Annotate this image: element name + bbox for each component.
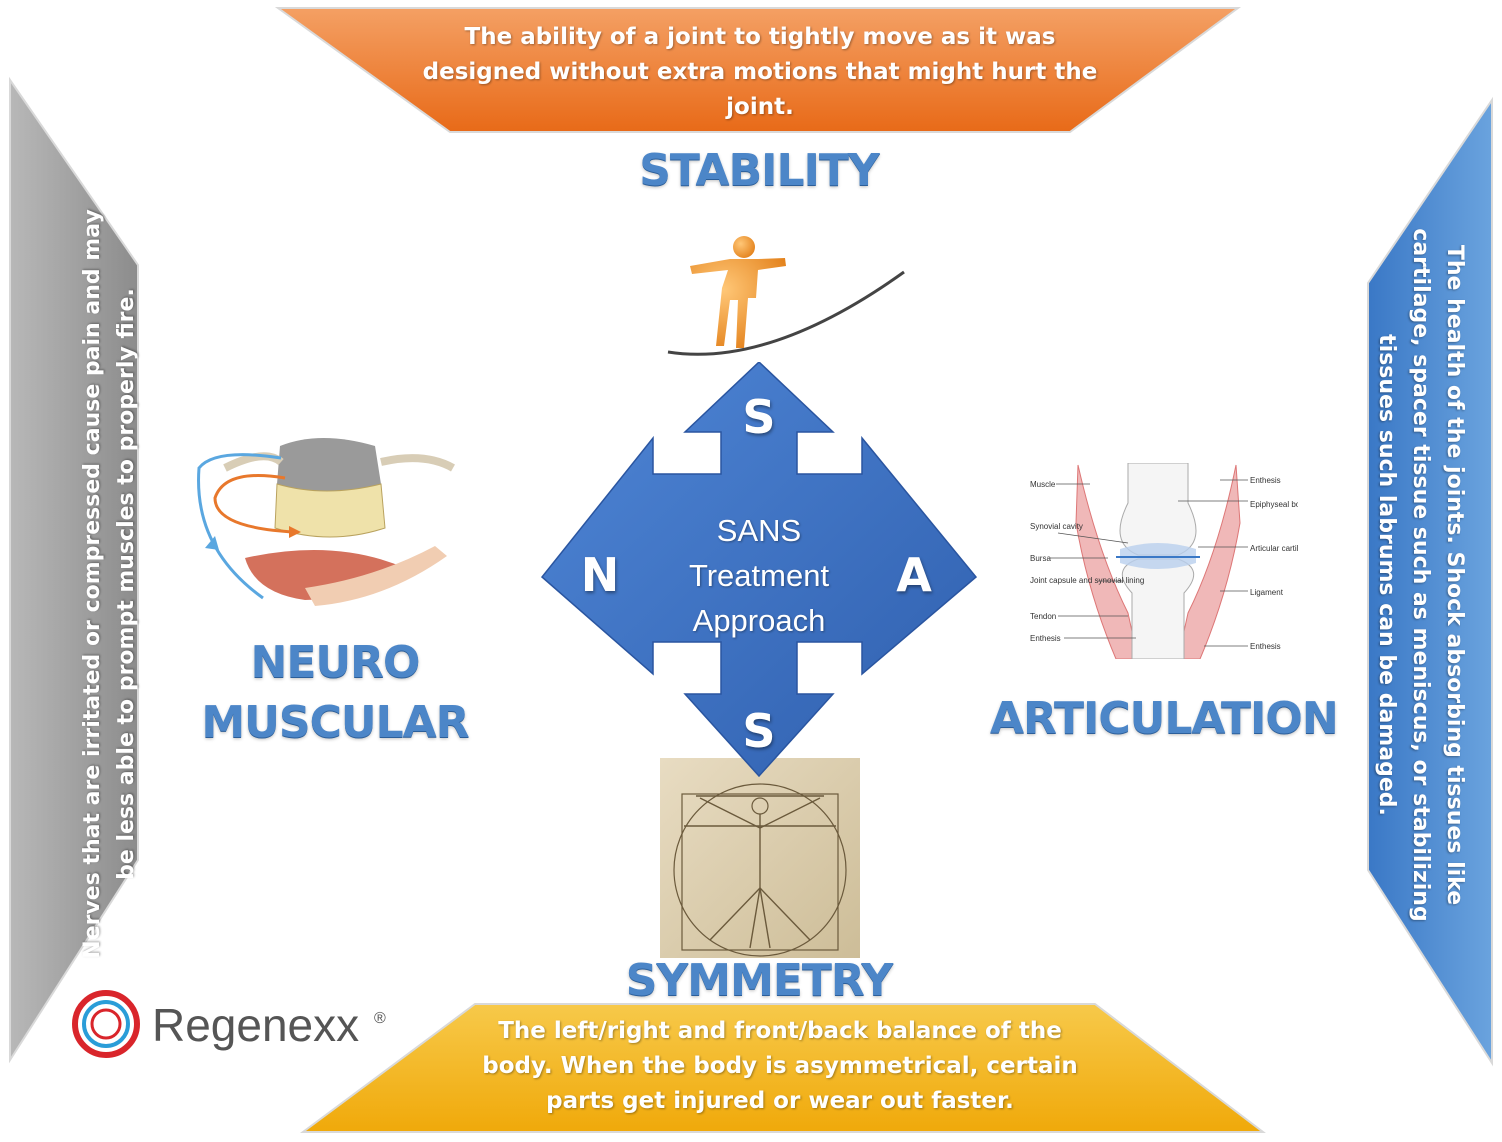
symmetry-heading: SYMMETRY [625, 955, 894, 1006]
arrow-letter-articulation: A [896, 548, 932, 602]
stability-description: The ability of a joint to tightly move a… [422, 24, 1098, 120]
neuromuscular-description: Nerves that are irritated or compressed … [80, 209, 139, 959]
neuromuscular-banner [9, 76, 139, 1064]
symmetry-banner [299, 1003, 1266, 1133]
joint-label-epiphyseal-bone: Epiphyseal bone [1250, 500, 1298, 509]
stability-banner [274, 7, 1242, 133]
arrow-letter-symmetry: S [742, 704, 776, 758]
articulation-banner [1367, 96, 1493, 1067]
articulation-description: The health of the joints. Shock absorbin… [1374, 228, 1467, 922]
joint-label-synovial-cavity: Synovial cavity [1030, 522, 1083, 531]
joint-label-enthesis-bottom: Enthesis [1250, 642, 1281, 651]
joint-label-bursa: Bursa [1030, 554, 1051, 563]
joint-label-enthesis-left: Enthesis [1030, 634, 1061, 643]
center-title-line1: SANS [716, 513, 802, 548]
regenexx-logo-mark [72, 990, 140, 1058]
center-title-line3: Approach [692, 603, 826, 638]
regenexx-registered-mark: ® [374, 1010, 386, 1027]
regenexx-logo-text: Regenexx [152, 999, 360, 1051]
neuromuscular-heading-line2: MUSCULAR [201, 697, 469, 748]
joint-label-ligament: Ligament [1250, 588, 1284, 597]
joint-label-muscle: Muscle [1030, 480, 1056, 489]
center-title-line2: Treatment [688, 558, 830, 593]
neuromuscular-description-wrap: Nerves that are irritated or compressed … [56, 204, 164, 964]
articulation-heading: ARTICULATION [990, 693, 1339, 744]
vitruvian-man-illustration [660, 758, 860, 958]
joint-label-articular-cartilage: Articular cartilage [1250, 544, 1298, 553]
arrow-letter-neuromuscular: N [580, 548, 620, 602]
joint-label-enthesis-top: Enthesis [1250, 476, 1281, 485]
arrow-letter-stability: S [742, 390, 776, 444]
stability-heading: STABILITY [639, 145, 880, 196]
symmetry-description: The left/right and front/back balance of… [482, 1018, 1078, 1114]
joint-label-joint-capsule: Joint capsule and synovial lining [1030, 576, 1144, 585]
sans-four-way-arrow [540, 362, 978, 778]
knee-joint-diagram: Muscle Synovial cavity Bursa Joint capsu… [1030, 463, 1298, 659]
articulation-description-wrap: The health of the joints. Shock absorbin… [1355, 195, 1485, 955]
tightrope-walker-illustration [667, 236, 905, 356]
joint-label-tendon: Tendon [1030, 612, 1056, 621]
neuromuscular-heading-line1: NEURO [250, 637, 421, 688]
spinal-nerve-illustration [197, 438, 455, 606]
